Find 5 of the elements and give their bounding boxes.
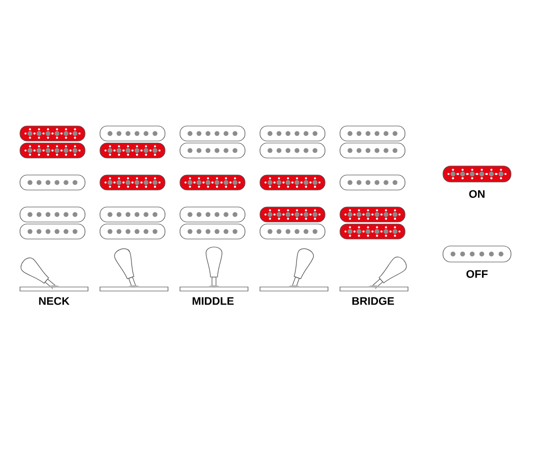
- position-label: MIDDLE: [192, 297, 234, 305]
- position-label: NECK: [39, 297, 70, 305]
- legend-label: OFF: [466, 270, 488, 278]
- legend-label: ON: [469, 190, 484, 198]
- position-label: BRIDGE: [352, 297, 394, 305]
